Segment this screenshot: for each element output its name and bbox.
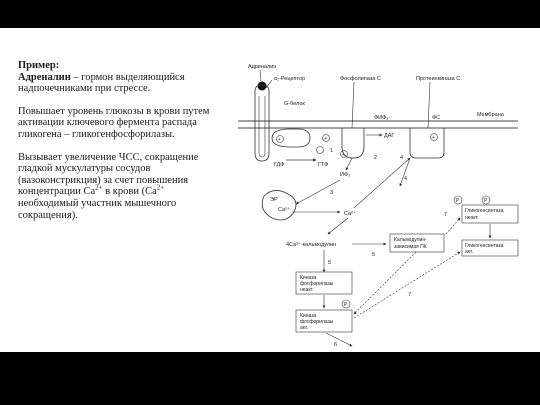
adrenaline-pointer xyxy=(259,69,262,82)
adrenaline-label: Адреналин xyxy=(248,64,276,70)
pk-arrow xyxy=(353,251,417,315)
phospholipase-pointer xyxy=(351,81,355,129)
step-3-label: 3 xyxy=(330,190,333,196)
calcium-paragraph: Вызывает увеличение ЧСС, сокращение глад… xyxy=(18,152,223,222)
kinase-active-label: акт. xyxy=(300,325,308,331)
gs-active-label: Гликогенсинтаза xyxy=(465,243,504,249)
calcium-text-a: Вызывает увеличение ЧСС, сокращение глад… xyxy=(18,151,199,198)
adrenaline-paragraph: Адреналин – гормон выделяющийся надпочеч… xyxy=(18,72,223,95)
pkc-arrow xyxy=(399,157,411,187)
plus-sign: + xyxy=(342,152,345,158)
kinase-active-label: фосфорилазы xyxy=(300,319,334,325)
step-7-arrow xyxy=(445,217,461,235)
kinase-inactive-label: Киназа xyxy=(300,275,316,281)
step-4-label: 4 xyxy=(404,176,407,182)
step-5-label: 5 xyxy=(328,260,331,266)
ip3-label: ИФ₃ xyxy=(340,172,350,178)
fs-label: ФС xyxy=(432,115,440,121)
ca-pkc-arrow xyxy=(353,157,411,209)
ip3-arrow xyxy=(345,157,353,171)
gs-inactive-label: неакт. xyxy=(465,215,479,221)
step-7-arrow xyxy=(353,251,461,319)
glucose-paragraph: Повышает уровень глюкозы в крови путем а… xyxy=(18,105,210,140)
kinase-inactive-label: фосфорилазы xyxy=(300,281,334,287)
step-6-label: 6 xyxy=(334,342,337,348)
dag-label: ДАГ xyxy=(384,133,394,139)
g-protein-label: G-белок xyxy=(284,101,305,107)
kinase-inactive-label: неакт. xyxy=(300,287,314,293)
plus-badge xyxy=(276,135,284,143)
superscript: 2+ xyxy=(156,183,165,192)
calcium-text-c: необходимый участник мышечного сокращени… xyxy=(18,197,177,221)
pkc-label: Протеинкиназа С xyxy=(416,76,460,82)
gdp-label: ГДФ xyxy=(274,162,284,168)
kinase-active-label: Киназа xyxy=(300,313,316,319)
er-label: ЭР xyxy=(270,197,278,203)
pkc-pointer xyxy=(427,81,431,129)
g-protein-shape xyxy=(271,128,311,148)
superscript: 2+ xyxy=(95,183,103,192)
adrenaline-term: Адреналин xyxy=(18,71,71,83)
calmodulin-pk-label: Кальмодулин- xyxy=(394,237,427,243)
plus-badge xyxy=(340,150,348,158)
adrenaline-molecule xyxy=(257,81,267,91)
phospholipase-shape xyxy=(341,128,365,159)
phospholipase-label: Фосфолипаза С xyxy=(340,76,381,82)
step-4-label: 4 xyxy=(400,155,403,161)
phosphate-badge xyxy=(481,195,491,205)
gs-active-label: акт. xyxy=(465,249,473,255)
plus-badge xyxy=(430,133,438,141)
plus-sign: + xyxy=(324,136,327,142)
calmodulin-pk-box xyxy=(389,233,445,253)
step-7-label: 7 xyxy=(444,212,447,218)
kinase-gp-arrow xyxy=(325,332,353,347)
plus-sign: + xyxy=(432,135,435,141)
slide: Пример: Адреналин – гормон выделяющийся … xyxy=(0,28,540,352)
step-2-label: 2 xyxy=(374,155,377,161)
title: Пример: xyxy=(18,60,60,71)
er-shape xyxy=(261,190,297,221)
phosphate-badge xyxy=(453,195,463,205)
text-panel: Пример: Адреналин – гормон выделяющийся … xyxy=(18,60,223,221)
receptor-inner xyxy=(258,96,266,158)
plus-sign: + xyxy=(278,137,281,143)
pkc-shape xyxy=(409,128,445,159)
gs-inactive-box xyxy=(461,204,519,224)
signaling-diagram: Мембрана Адреналин α₁-Рецептор G-белок +… xyxy=(238,64,519,348)
gtp-label: ГТФ xyxy=(318,162,328,168)
kinase-active-box xyxy=(295,309,353,333)
receptor-pointer xyxy=(265,79,273,89)
step-5-label: 5 xyxy=(372,252,375,258)
step-marker xyxy=(316,146,324,154)
step-7-label: 7 xyxy=(408,292,411,298)
calcium-text-b: в крови (Ca xyxy=(102,186,157,198)
receptor-label: α₁-Рецептор xyxy=(274,76,305,82)
kinase-inactive-box xyxy=(295,271,353,295)
membrane-label: Мембрана xyxy=(477,112,505,118)
phosphate-label: P xyxy=(344,302,348,308)
ca-calmodulin-arrow xyxy=(327,217,349,235)
calmodulin-pk-label: зависимая ПК xyxy=(394,244,427,250)
ca-cyt-label: Ca²⁺ xyxy=(344,210,356,217)
adrenaline-definition: – гормон выделяющийся надпочечниками при… xyxy=(18,71,185,95)
phosphate-label: P xyxy=(484,198,488,204)
plus-badge xyxy=(322,134,330,142)
receptor-shape xyxy=(254,84,270,162)
gs-inactive-label: Гликогенсинтаза xyxy=(465,208,504,214)
ca-er-label: Ca²⁺ xyxy=(278,206,290,213)
ip3-er-arrow xyxy=(295,179,341,205)
gs-active-box xyxy=(461,239,519,257)
pip2-label: ФИФ₂ xyxy=(374,115,388,121)
calmodulin-label: 4Ca²⁺-кальмодулин xyxy=(286,241,336,248)
step-1-label: 1 xyxy=(330,148,333,154)
phosphate-label: P xyxy=(456,198,460,204)
phosphate-badge xyxy=(341,299,351,309)
